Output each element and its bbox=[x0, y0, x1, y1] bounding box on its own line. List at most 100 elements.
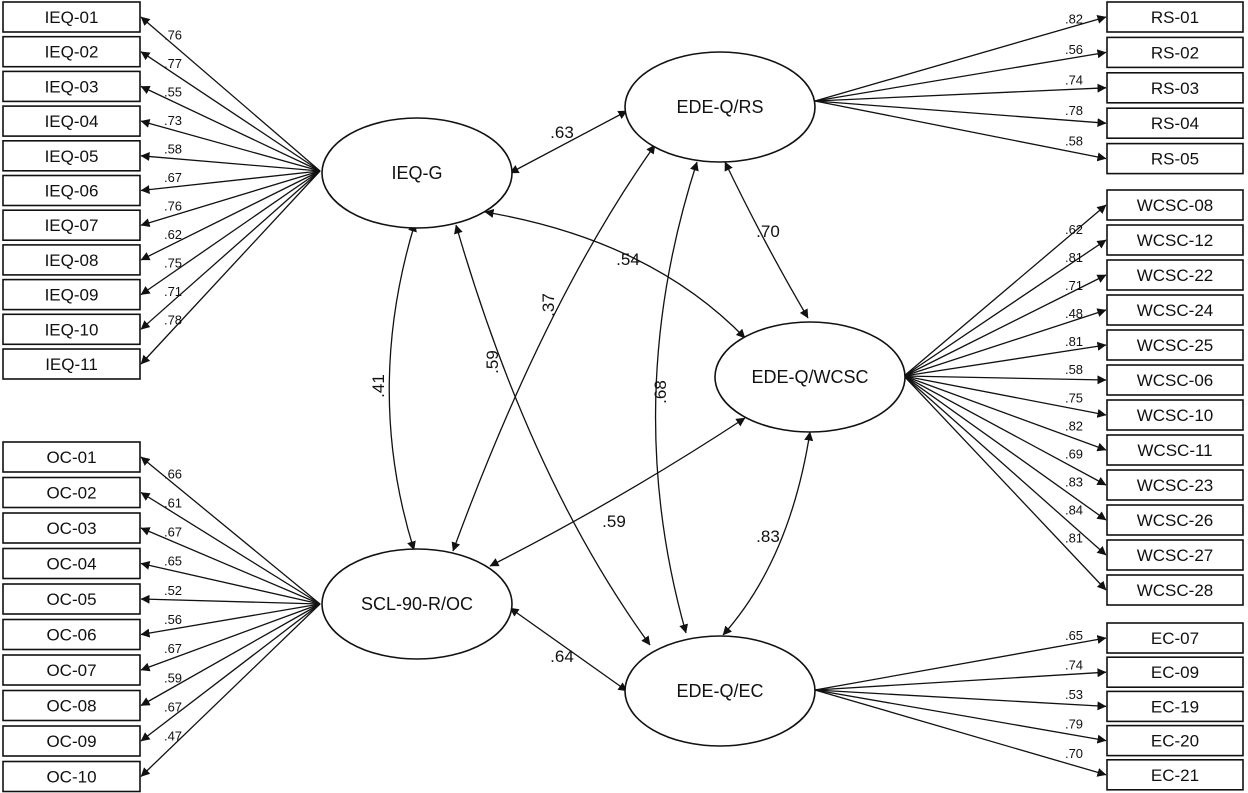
correlation-value-rs-ec: .68 bbox=[651, 380, 670, 404]
indicator-box-wcsc-06 bbox=[1106, 364, 1244, 396]
indicator-box-wcsc-12 bbox=[1106, 224, 1244, 256]
latent-wcsc-label: EDE-Q/WCSC bbox=[752, 367, 869, 387]
indicator-box-rs-05 bbox=[1106, 142, 1244, 175]
correlation-value-rs-wcsc: .70 bbox=[756, 222, 780, 241]
correlation-arrow-scl-wcsc bbox=[489, 417, 746, 567]
indicator-box-ieq-11 bbox=[2, 348, 141, 380]
loading-value-oc-09: .67 bbox=[164, 700, 182, 715]
indicator-label-ec-20: EC-20 bbox=[1151, 732, 1199, 751]
indicator-box-oc-05 bbox=[2, 583, 141, 615]
loading-arrow-rs-03 bbox=[814, 83, 1107, 102]
indicator-label-rs-04: RS-04 bbox=[1151, 114, 1199, 133]
latent-ec-ellipse bbox=[624, 635, 816, 747]
correlation-value-wcsc-ec: .83 bbox=[756, 527, 780, 546]
loading-value-ec-09: .74 bbox=[1065, 658, 1083, 673]
latent-ec-label: EDE-Q/EC bbox=[676, 681, 763, 701]
indicator-box-ieq-05 bbox=[2, 140, 141, 172]
indicator-box-wcsc-23 bbox=[1106, 469, 1244, 501]
loading-value-oc-02: .61 bbox=[164, 495, 182, 510]
indicator-label-ieq-03: IEQ-03 bbox=[45, 77, 99, 96]
indicator-box-wcsc-25 bbox=[1106, 329, 1244, 361]
loading-value-wcsc-25: .81 bbox=[1065, 334, 1083, 349]
indicator-box-ieq-10 bbox=[2, 313, 141, 346]
loading-arrow-wcsc-27 bbox=[903, 375, 1107, 556]
indicator-label-rs-05: RS-05 bbox=[1151, 150, 1199, 169]
loading-value-wcsc-23: .69 bbox=[1065, 446, 1083, 461]
loading-value-ieq-02: .77 bbox=[164, 56, 182, 71]
latent-rs-ellipse bbox=[624, 51, 816, 163]
indicator-box-ec-19 bbox=[1106, 690, 1244, 723]
loading-value-wcsc-10: .75 bbox=[1065, 390, 1083, 405]
indicator-label-wcsc-25: WCSC-25 bbox=[1137, 336, 1214, 355]
indicator-label-ieq-07: IEQ-07 bbox=[45, 216, 99, 235]
indicator-box-oc-02 bbox=[2, 476, 141, 509]
indicator-box-ec-09 bbox=[1106, 656, 1244, 689]
indicator-label-ieq-06: IEQ-06 bbox=[45, 182, 99, 201]
indicator-box-ieq-03 bbox=[2, 70, 141, 103]
indicator-box-ec-21 bbox=[1106, 758, 1244, 791]
loading-arrow-wcsc-11 bbox=[903, 375, 1107, 452]
loading-value-wcsc-28: .81 bbox=[1065, 531, 1083, 546]
loading-arrow-wcsc-10 bbox=[903, 375, 1107, 418]
loading-value-wcsc-12: .81 bbox=[1065, 250, 1083, 265]
indicator-box-wcsc-28 bbox=[1106, 574, 1244, 606]
indicator-label-wcsc-24: WCSC-24 bbox=[1137, 301, 1214, 320]
loading-arrow-ieq-10 bbox=[140, 170, 321, 330]
indicator-label-oc-02: OC-02 bbox=[46, 484, 96, 503]
latent-rs-label: EDE-Q/RS bbox=[676, 97, 763, 117]
loading-arrow-ec-21 bbox=[814, 689, 1107, 777]
loading-arrow-ieq-02 bbox=[140, 51, 321, 172]
loading-value-wcsc-24: .48 bbox=[1065, 306, 1083, 321]
correlation-arrow-rs-wcsc bbox=[724, 161, 809, 319]
indicator-label-oc-07: OC-07 bbox=[46, 661, 96, 680]
correlation-arrow-scl-rs bbox=[451, 144, 656, 552]
indicator-label-wcsc-26: WCSC-26 bbox=[1137, 511, 1214, 530]
latent-scl-label: SCL-90-R/OC bbox=[361, 594, 473, 614]
loading-value-wcsc-06: .58 bbox=[1065, 362, 1083, 377]
indicator-label-ieq-02: IEQ-02 bbox=[45, 43, 99, 62]
correlation-arrow-scl-ec bbox=[509, 607, 628, 692]
loading-arrow-rs-01 bbox=[814, 15, 1107, 102]
indicator-box-ec-07 bbox=[1106, 622, 1244, 654]
indicator-box-ieq-01 bbox=[2, 1, 141, 33]
indicator-label-wcsc-06: WCSC-06 bbox=[1137, 371, 1214, 390]
latent-ieq-ellipse bbox=[321, 117, 513, 229]
loading-arrow-oc-07 bbox=[140, 603, 321, 672]
indicator-label-rs-02: RS-02 bbox=[1151, 43, 1199, 62]
loading-value-wcsc-22: .71 bbox=[1065, 278, 1083, 293]
indicator-label-oc-04: OC-04 bbox=[46, 555, 96, 574]
loading-arrow-ieq-07 bbox=[140, 170, 321, 228]
loading-value-rs-02: .56 bbox=[1065, 42, 1083, 57]
indicator-label-wcsc-08: WCSC-08 bbox=[1137, 196, 1214, 215]
indicator-box-ieq-07 bbox=[2, 209, 141, 241]
indicator-label-wcsc-28: WCSC-28 bbox=[1137, 581, 1214, 600]
indicator-label-ieq-09: IEQ-09 bbox=[45, 286, 99, 305]
indicator-box-oc-06 bbox=[2, 618, 141, 651]
indicator-box-oc-10 bbox=[2, 760, 141, 793]
loading-arrow-oc-06 bbox=[140, 603, 321, 638]
loading-arrow-ieq-11 bbox=[140, 170, 321, 365]
indicator-box-rs-01 bbox=[1106, 1, 1244, 33]
loading-arrow-ieq-04 bbox=[140, 119, 321, 172]
indicator-box-ieq-04 bbox=[2, 105, 141, 137]
indicator-label-oc-05: OC-05 bbox=[46, 590, 96, 609]
correlation-arrow-wcsc-ec bbox=[722, 431, 814, 636]
loading-value-wcsc-08: .62 bbox=[1065, 222, 1083, 237]
loading-arrow-wcsc-23 bbox=[903, 375, 1107, 486]
indicator-box-wcsc-24 bbox=[1106, 294, 1244, 326]
loading-arrow-ieq-09 bbox=[140, 170, 321, 296]
indicator-box-wcsc-22 bbox=[1106, 259, 1244, 291]
loading-arrow-ieq-06 bbox=[140, 170, 321, 195]
loading-arrow-oc-03 bbox=[140, 527, 321, 605]
indicator-box-wcsc-26 bbox=[1106, 504, 1244, 536]
indicator-label-oc-03: OC-03 bbox=[46, 519, 96, 538]
loading-arrow-oc-10 bbox=[140, 603, 321, 777]
latent-ieq-label: IEQ-G bbox=[391, 163, 442, 183]
indicator-label-ec-07: EC-07 bbox=[1151, 629, 1199, 648]
indicator-label-ieq-11: IEQ-11 bbox=[45, 355, 98, 374]
loading-arrow-oc-02 bbox=[140, 491, 321, 605]
loading-arrow-wcsc-28 bbox=[903, 375, 1107, 591]
indicator-label-wcsc-10: WCSC-10 bbox=[1137, 406, 1214, 425]
indicator-label-oc-10: OC-10 bbox=[46, 768, 96, 787]
